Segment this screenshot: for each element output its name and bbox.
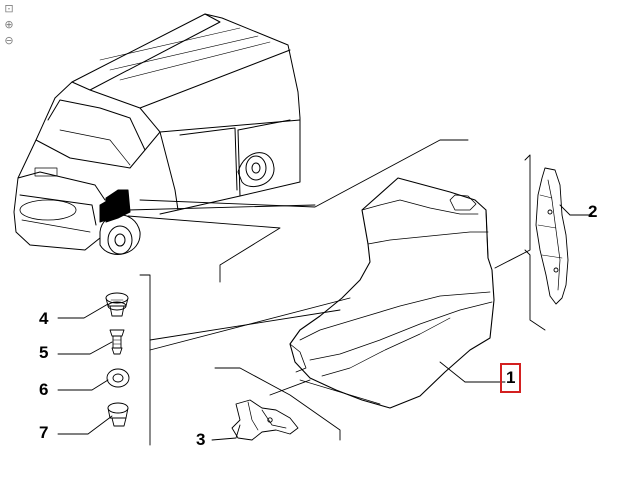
callout-4[interactable]: 4 <box>39 309 49 328</box>
bracket-part-3[interactable] <box>231 399 299 441</box>
fastener-part-5[interactable] <box>109 329 125 355</box>
callout-2[interactable]: 2 <box>588 202 598 221</box>
fastener-part-4[interactable] <box>105 292 129 317</box>
bracket-part-2[interactable] <box>535 167 569 305</box>
fender-part-1[interactable] <box>289 177 495 409</box>
callout-7[interactable]: 7 <box>39 423 49 442</box>
zoom-out-icon[interactable]: ⊖ <box>4 34 14 47</box>
callout-6[interactable]: 6 <box>39 380 49 399</box>
callout-leaders <box>57 204 593 441</box>
zoom-in-icon[interactable]: ⊕ <box>4 18 14 31</box>
callout-5[interactable]: 5 <box>39 343 49 362</box>
fastener-part-6[interactable] <box>106 368 130 388</box>
reset-view-icon[interactable]: ⊡ <box>4 2 14 15</box>
fastener-part-7[interactable] <box>107 402 129 427</box>
van-illustration <box>13 13 301 255</box>
callout-1[interactable]: 1 <box>500 363 522 393</box>
leader-lines <box>127 139 546 446</box>
callout-3[interactable]: 3 <box>196 430 206 449</box>
zoom-toolbar: ⊡ ⊕ ⊖ <box>2 2 18 50</box>
